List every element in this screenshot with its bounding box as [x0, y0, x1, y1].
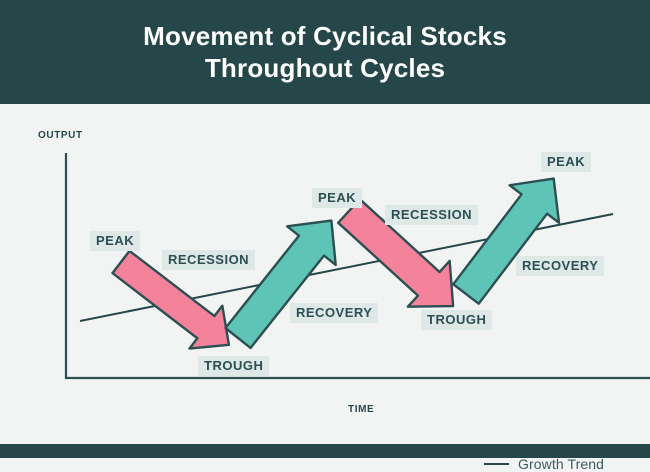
legend-item-growth-trend: Growth Trend — [518, 456, 605, 472]
recession-arrow-2 — [337, 197, 455, 308]
chart-axes — [64, 153, 650, 380]
phase-label-recovery-1: RECOVERY — [290, 303, 379, 323]
chart-graphics — [64, 153, 650, 380]
phase-label-peak-2: PEAK — [312, 188, 363, 208]
phase-label-trough-2: TROUGH — [421, 310, 493, 330]
phase-label-recovery-2: RECOVERY — [516, 256, 605, 276]
recovery-arrow-1 — [224, 219, 337, 350]
phase-label-trough-1: TROUGH — [198, 356, 270, 376]
header-bar — [0, 0, 650, 104]
phase-label-peak-3: PEAK — [541, 152, 592, 172]
phase-label-recession-1: RECESSION — [162, 250, 256, 270]
recovery-arrow-2 — [452, 177, 561, 305]
phase-label-recession-2: RECESSION — [385, 205, 479, 225]
y-axis-label: OUTPUT — [38, 130, 83, 141]
cycle-chart: OUTPUT TIME PEAK RECESSION TROUGH PEAK R… — [0, 104, 650, 472]
recession-arrow-1 — [111, 249, 231, 350]
footer-bar — [0, 444, 650, 458]
title-line-1: Movement of Cyclical Stocks — [143, 21, 507, 51]
title-line-2: Throughout Cycles — [204, 53, 446, 83]
page-title: Movement of Cyclical Stocks Throughout C… — [0, 0, 650, 104]
x-axis-label: TIME — [348, 404, 375, 415]
growth-trend-line-icon — [484, 463, 509, 465]
chart-legend: Growth Trend — [484, 456, 604, 472]
phase-label-peak-1: PEAK — [90, 231, 141, 251]
